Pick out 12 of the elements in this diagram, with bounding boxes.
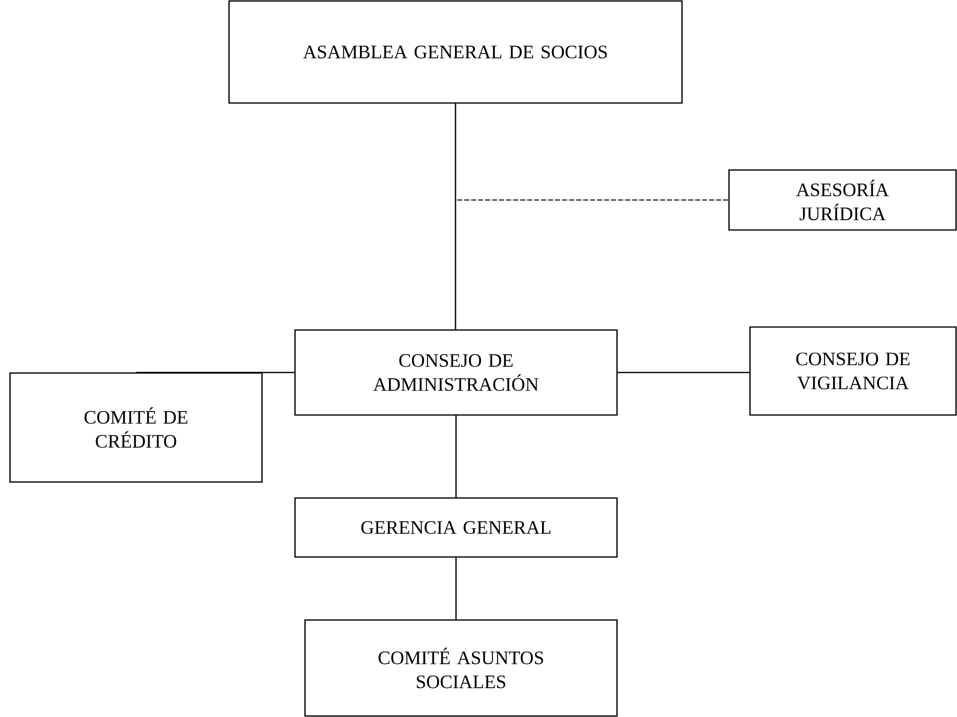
org-box: ASESORÍA JURÍDICA [728, 169, 957, 231]
org-box: CONSEJO DE ADMINISTRACIÓN [294, 329, 618, 416]
connector-line [135, 372, 294, 374]
connector-line [455, 558, 457, 620]
connector-line [618, 372, 750, 374]
org-box: GERENCIA GENERAL [294, 497, 618, 558]
org-box: COMITÉ DE CRÉDITO [9, 372, 263, 483]
org-box: CONSEJO DE VIGILANCIA [749, 326, 957, 416]
org-box: ASAMBLEA GENERAL DE SOCIOS [228, 0, 683, 104]
org-box: COMITÉ ASUNTOS SOCIALES [304, 619, 618, 717]
connector-line [455, 416, 457, 498]
dashed-connector [455, 103, 729, 200]
